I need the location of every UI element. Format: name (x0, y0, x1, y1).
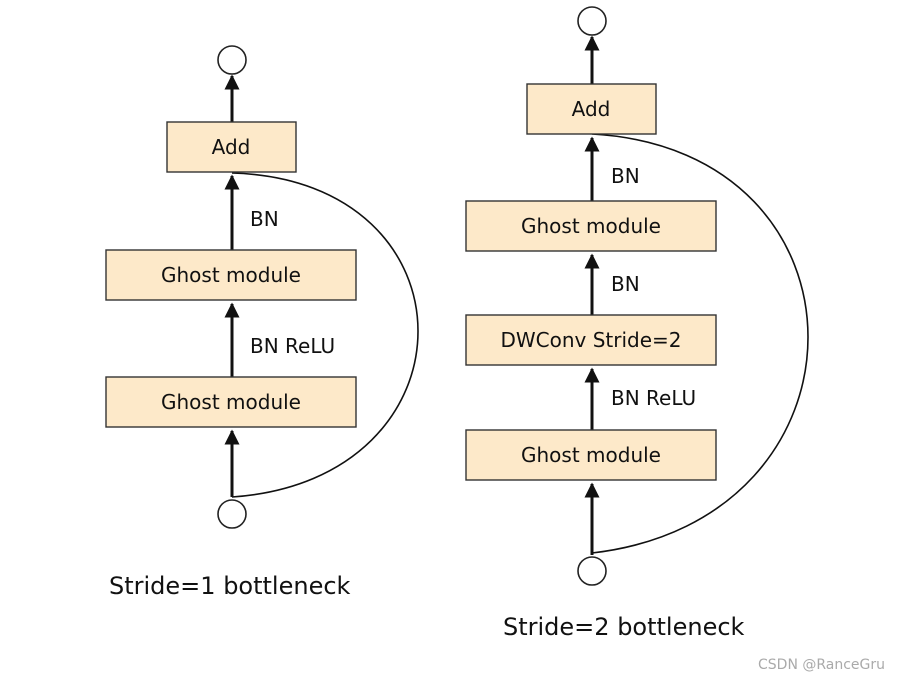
stride1-bottleneck: Add BN Ghost module BN ReLU Ghost module… (105, 45, 419, 600)
stride2-caption: Stride=2 bottleneck (503, 613, 745, 641)
stride1-caption: Stride=1 bottleneck (109, 572, 351, 600)
stride1-ghost-module-2 (105, 249, 357, 301)
stride2-ghost-module-2-label: Ghost module (521, 214, 661, 238)
stride2-bottleneck: Add BN Ghost module BN DWConv Stride=2 B… (465, 6, 809, 641)
stride1-ghost-module-2-label: Ghost module (161, 263, 301, 287)
stride2-skip-connection (591, 133, 809, 554)
stride2-ghost-module-2 (465, 200, 717, 252)
stride2-edge-label-bn-relu: BN ReLU (611, 386, 696, 410)
stride2-add-label: Add (572, 97, 611, 121)
stride1-ghost-module-1-label: Ghost module (161, 390, 301, 414)
stride2-edge-label-bn-mid: BN (611, 272, 640, 296)
stride1-add-block (166, 121, 297, 173)
stride1-ghost-module-1 (105, 376, 357, 428)
stride2-edge-label-bn-top: BN (611, 164, 640, 188)
stride2-ghost-module-1-label: Ghost module (521, 443, 661, 467)
watermark-text: CSDN @RanceGru (758, 657, 885, 673)
stride2-add-block (526, 83, 657, 135)
stride1-add-label: Add (212, 135, 251, 159)
stride1-edge-label-bn: BN (250, 207, 279, 231)
stride1-output-node (217, 45, 247, 75)
stride2-output-node (577, 6, 607, 36)
stride2-input-node (577, 556, 607, 586)
stride2-dwconv-label: DWConv Stride=2 (500, 328, 681, 352)
stride2-ghost-module-1 (465, 429, 717, 481)
stride1-skip-connection (231, 172, 419, 498)
stride2-dwconv-block (465, 314, 717, 366)
stride1-edge-label-bn-relu: BN ReLU (250, 334, 335, 358)
stride1-input-node (217, 499, 247, 529)
